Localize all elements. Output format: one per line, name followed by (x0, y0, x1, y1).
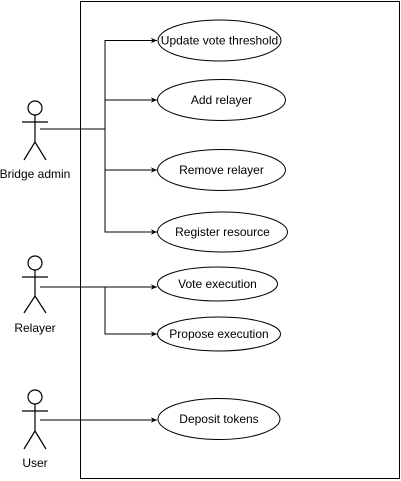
use-case-label: Register resource (175, 225, 270, 239)
use-case-add-relayer: Add relayer (157, 79, 286, 121)
actor-label-user: User (22, 456, 47, 470)
use-case-ellipse (157, 211, 288, 253)
use-case-deposit-tokens: Deposit tokens (157, 398, 281, 440)
actor-head (27, 100, 43, 116)
use-case-label: Vote execution (178, 277, 257, 291)
association-relayer-propose-execution (104, 287, 157, 337)
actor-head (27, 389, 43, 405)
actor-leg-right (34, 295, 47, 314)
actor-leg-left (23, 295, 36, 314)
actor-bridge-admin (22, 100, 48, 161)
association-bridge-admin-register-resource (104, 170, 157, 235)
use-case-ellipse (157, 19, 282, 62)
use-case-ellipse (157, 266, 278, 302)
use-case-update-vote-threshold: Update vote threshold (157, 19, 282, 62)
use-case-register-resource: Register resource (157, 211, 288, 253)
actor-label-relayer: Relayer (14, 321, 55, 335)
use-case-label: Deposit tokens (179, 412, 258, 426)
use-case-ellipse (157, 79, 286, 121)
use-case-remove-relayer: Remove relayer (157, 149, 286, 191)
use-case-label: Propose execution (169, 327, 268, 341)
actor-user (22, 389, 48, 450)
association-bridge-admin-update-vote-threshold (40, 37, 157, 130)
actor-label-bridge-admin: Bridge admin (0, 167, 70, 181)
actor-leg-right (34, 141, 47, 161)
associations (40, 37, 157, 423)
use-case-label: Add relayer (191, 93, 252, 107)
use-case-ellipse (157, 316, 281, 352)
actor-leg-right (34, 430, 47, 450)
use-case-ellipse (157, 398, 281, 440)
use-case-vote-execution: Vote execution (157, 266, 278, 302)
use-case-propose-execution: Propose execution (157, 316, 281, 352)
actor-relayer (22, 255, 48, 314)
use-case-ellipse (157, 149, 286, 191)
actor-leg-left (23, 430, 36, 450)
use-case-label: Update vote threshold (161, 34, 278, 48)
actor-leg-left (23, 141, 36, 161)
use-case-label: Remove relayer (179, 163, 264, 177)
actor-head (27, 255, 43, 271)
